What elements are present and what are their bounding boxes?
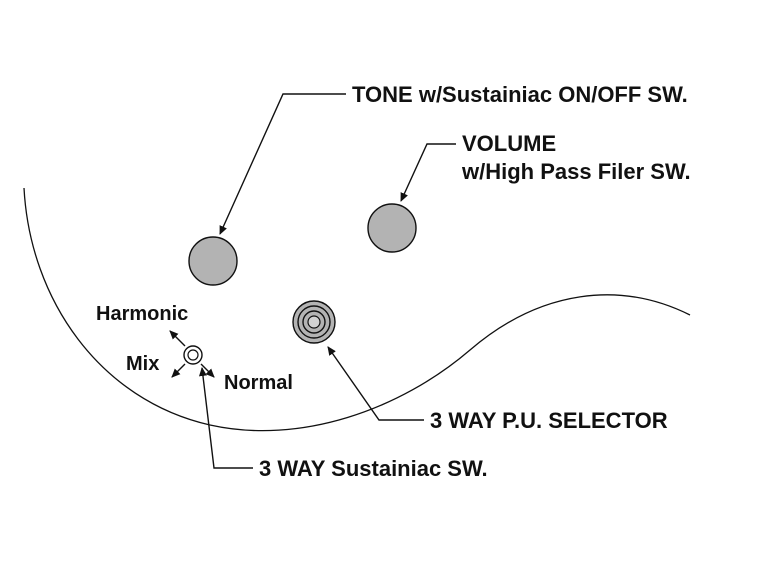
- pickup-selector-knob[interactable]: [292, 300, 336, 344]
- mix-position-arrow: [171, 363, 186, 378]
- tone-leader-line: [219, 93, 346, 235]
- tone-knob[interactable]: [188, 236, 238, 286]
- volume-knob[interactable]: [367, 203, 417, 253]
- normal-position-label: Normal: [224, 372, 293, 394]
- normal-position-arrow: [200, 363, 215, 378]
- tone-label: TONE w/Sustainiac ON/OFF SW.: [352, 82, 688, 107]
- selector-label: 3 WAY P.U. SELECTOR: [430, 408, 668, 433]
- sustainiac-leader-line: [198, 367, 253, 469]
- mix-position-label: Mix: [126, 353, 159, 375]
- guitar-body-outline: [23, 187, 691, 432]
- volume-leader-line: [400, 143, 456, 202]
- volume-label-line1: VOLUME: [462, 131, 556, 156]
- sustainiac-mini-switch[interactable]: [183, 345, 203, 365]
- selector-leader-line: [327, 346, 424, 421]
- harmonic-position-arrow: [169, 330, 186, 347]
- volume-label-line2: w/High Pass Filer SW.: [461, 159, 691, 184]
- harmonic-position-label: Harmonic: [96, 303, 188, 325]
- sustainiac-switch-label: 3 WAY Sustainiac SW.: [259, 456, 488, 481]
